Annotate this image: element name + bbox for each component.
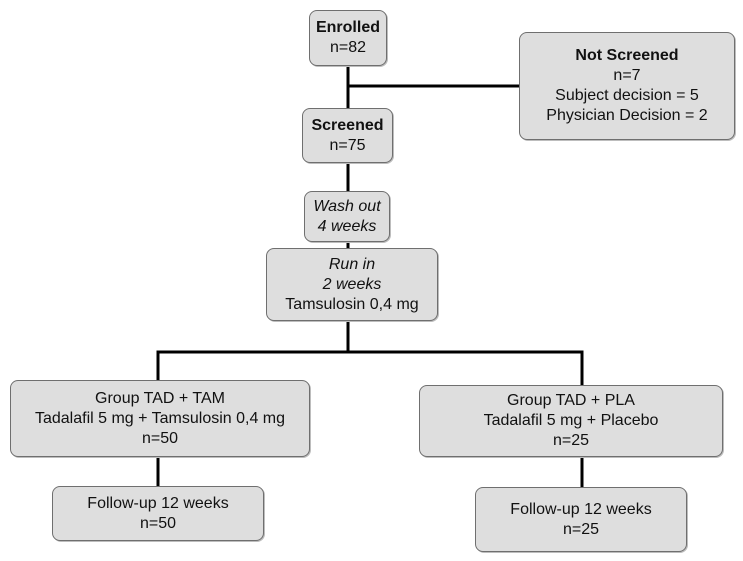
enrolled-count: n=82: [329, 39, 367, 56]
screened-title: Screened: [311, 116, 384, 134]
screened-box: Screened n=75: [302, 108, 393, 163]
not-screened-reason-physician: Physician Decision = 2: [546, 107, 708, 124]
enrolled-box: Enrolled n=82: [309, 10, 387, 66]
followup-tam-box: Follow-up 12 weeks n=50: [52, 486, 264, 541]
group-tad-tam-treatment: Tadalafil 5 mg + Tamsulosin 0,4 mg: [34, 409, 286, 427]
run-in-label: Run in: [328, 255, 376, 273]
followup-pla-count: n=25: [562, 520, 600, 538]
not-screened-reason-subject: Subject decision = 5: [555, 87, 699, 104]
group-tad-pla-treatment: Tadalafil 5 mg + Placebo: [483, 412, 659, 429]
wash-out-label: Wash out: [313, 197, 381, 215]
wash-out-box: Wash out 4 weeks: [304, 191, 390, 242]
followup-tam-title: Follow-up 12 weeks: [87, 494, 229, 512]
run-in-box: Run in 2 weeks Tamsulosin 0,4 mg: [266, 248, 438, 321]
run-in-duration: 2 weeks: [322, 275, 382, 293]
group-tad-pla-title: Group TAD + PLA: [507, 392, 635, 409]
group-tad-tam-count: n=50: [141, 429, 179, 447]
group-tad-pla-box: Group TAD + PLA Tadalafil 5 mg + Placebo…: [419, 385, 723, 457]
followup-tam-count: n=50: [139, 514, 177, 532]
run-in-treatment: Tamsulosin 0,4 mg: [285, 295, 419, 313]
screened-count: n=75: [329, 136, 366, 154]
followup-pla-box: Follow-up 12 weeks n=25: [475, 487, 687, 552]
not-screened-count: n=7: [613, 67, 641, 84]
group-tad-pla-count: n=25: [552, 432, 590, 449]
wash-out-duration: 4 weeks: [317, 217, 377, 235]
not-screened-box: Not Screened n=7 Subject decision = 5 Ph…: [519, 32, 735, 140]
followup-pla-title: Follow-up 12 weeks: [510, 500, 652, 518]
group-tad-tam-box: Group TAD + TAM Tadalafil 5 mg + Tamsulo…: [10, 380, 310, 457]
not-screened-title: Not Screened: [575, 47, 679, 64]
group-tad-tam-title: Group TAD + TAM: [95, 389, 225, 407]
enrolled-title: Enrolled: [315, 19, 380, 36]
